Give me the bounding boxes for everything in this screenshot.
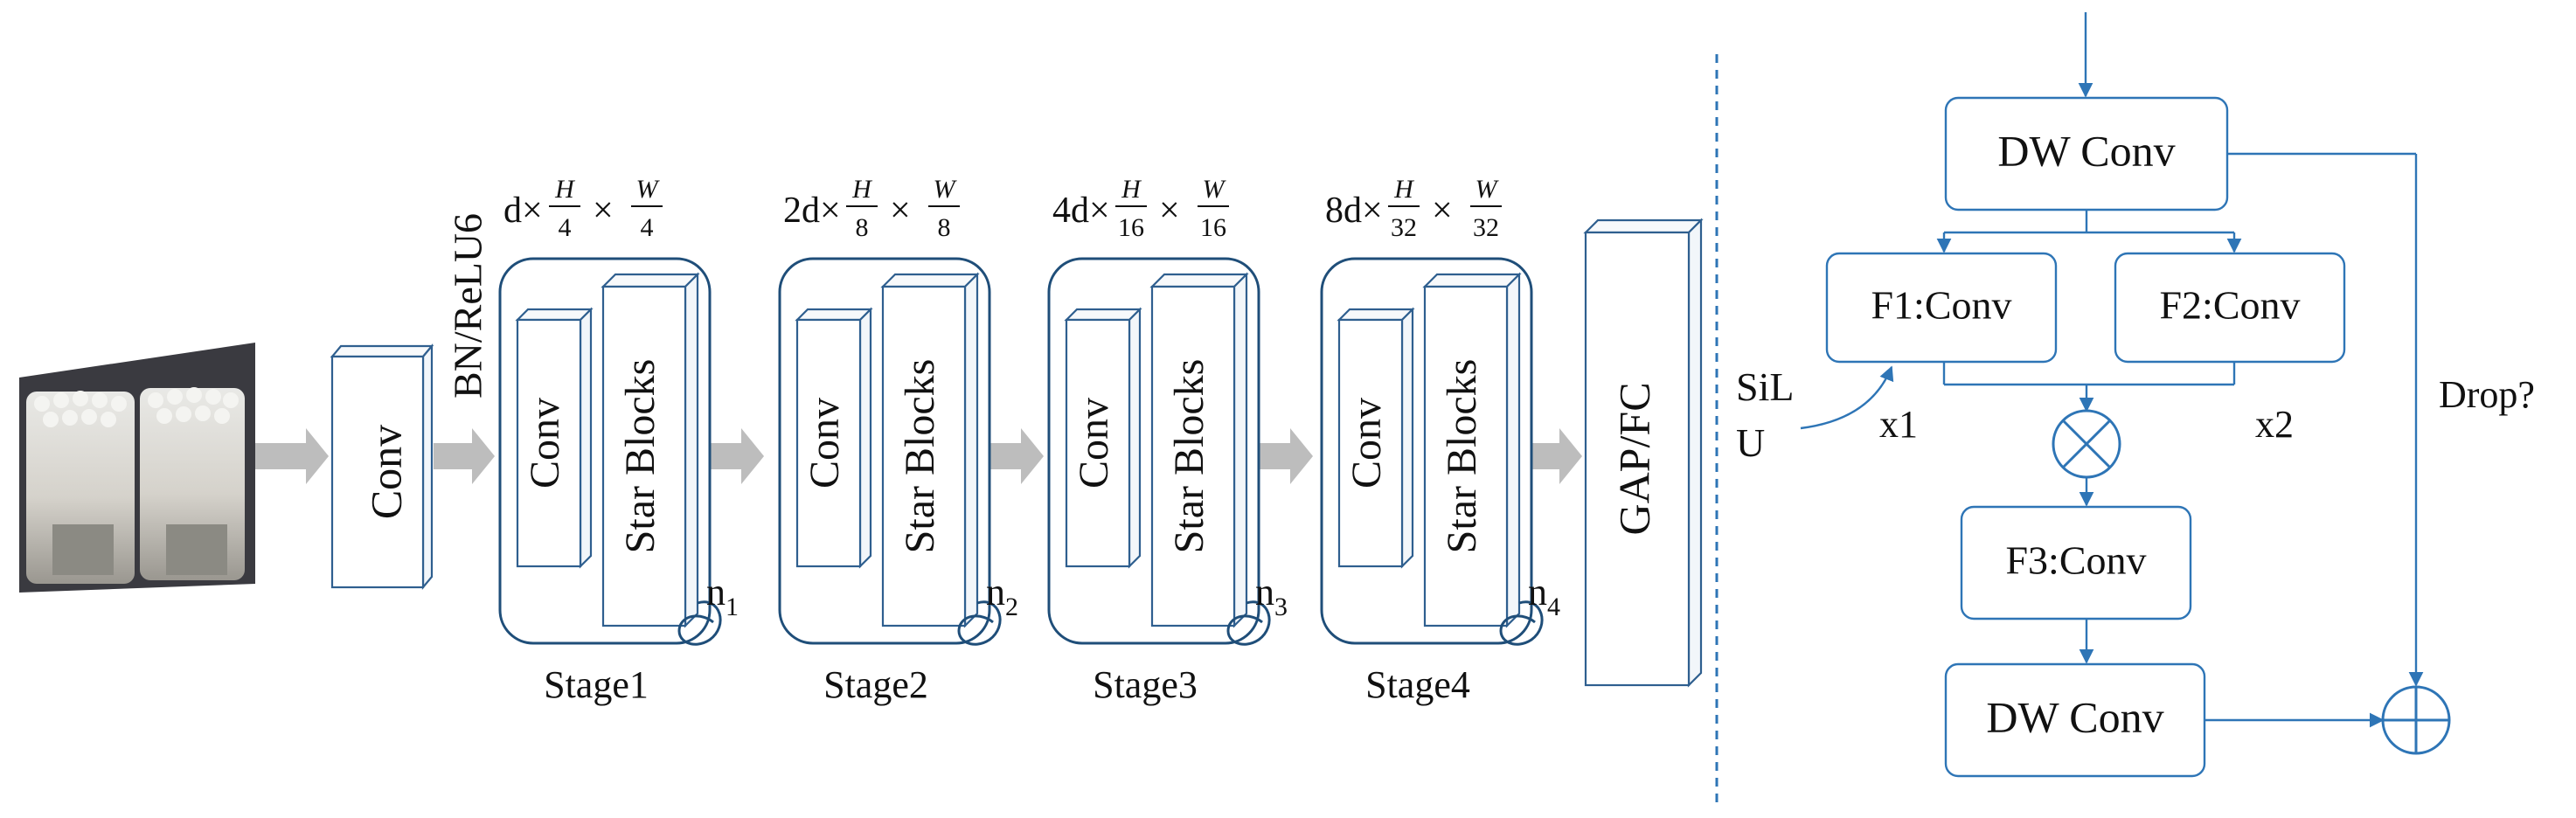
multiply-operator [2052, 409, 2121, 479]
stage-name: Stage1 [544, 663, 649, 706]
f2-conv-label: F2:Conv [2159, 283, 2300, 328]
times-sign: × [593, 191, 614, 231]
stage-conv-label: Conv [1071, 398, 1117, 489]
f2-conv-box [2114, 252, 2346, 364]
stage-repeat-count: n1 [706, 571, 739, 621]
stage-star-blocks-label: Star Blocks [897, 359, 943, 554]
stage-channel-coef: 4d× [1052, 191, 1110, 231]
stage-conv-slab [516, 318, 582, 568]
stage-container [498, 257, 712, 645]
stage-channel-coef: d× [503, 191, 543, 231]
times-sign: × [890, 191, 911, 231]
stage-conv-slab [1337, 318, 1404, 568]
stage-resolution-label: d× H 4 × W 4 [503, 175, 663, 242]
times-sign: × [1159, 191, 1180, 231]
stage-conv-label: Conv [522, 398, 568, 489]
times-sign: × [1432, 191, 1453, 231]
drop-label: Drop? [2439, 373, 2535, 416]
frac-h-den: 4 [559, 213, 572, 242]
f1-conv-box [1825, 252, 2058, 364]
stage-repeat-count: n3 [1255, 571, 1288, 621]
stage-container [1047, 257, 1260, 645]
stage-conv-label: Conv [1344, 398, 1390, 489]
stage-container [1320, 257, 1533, 645]
frac-h-den: 16 [1118, 213, 1144, 242]
frac-h-num: H [1121, 175, 1142, 204]
frac-h-num: H [851, 175, 873, 204]
frac-w-den: 16 [1200, 213, 1226, 242]
stage-conv-slab [1065, 318, 1131, 568]
stage-resolution-label: 4d× H 16 × W 16 [1052, 175, 1229, 242]
frac-h-num: H [1393, 175, 1415, 204]
stage-star-blocks-label: Star Blocks [1439, 359, 1485, 554]
dw-conv-top-label: DW Conv [1997, 126, 2175, 175]
stage-name: Stage4 [1365, 663, 1470, 706]
frac-w-num: W [636, 175, 661, 204]
stage-channel-coef: 2d× [783, 191, 841, 231]
stage-repeat-count: n4 [1528, 571, 1560, 621]
stage-resolution-label: 8d× H 32 × W 32 [1325, 175, 1502, 242]
stage-star-blocks-slab [601, 285, 687, 627]
stage-conv-slab [795, 318, 862, 568]
add-operator [2381, 685, 2451, 755]
frac-h-den: 32 [1391, 213, 1417, 242]
f3-conv-label: F3:Conv [2005, 538, 2146, 583]
frac-w-num: W [934, 175, 958, 204]
repeat-loop-icon [1226, 600, 1271, 646]
stage-container [778, 257, 991, 645]
stage-star-blocks-label: Star Blocks [617, 359, 663, 554]
stage-conv-label: Conv [802, 398, 848, 489]
stem-conv-label: Conv [361, 425, 410, 519]
stage-resolution-label: 2d× H 8 × W 8 [783, 175, 960, 242]
stage-star-blocks-slab [881, 285, 967, 627]
frac-w-den: 8 [938, 213, 951, 242]
star-block-detail: DW Conv F1:Conv F2:Conv F3:Conv DW Conv [1736, 12, 2535, 778]
stage-name: Stage3 [1093, 663, 1198, 706]
repeat-loop-icon [677, 600, 722, 646]
frac-w-num: W [1475, 175, 1500, 204]
stem-conv-block: Conv [330, 343, 434, 591]
stage-channel-coef: 8d× [1325, 191, 1383, 231]
frac-h-num: H [554, 175, 576, 204]
stage-name: Stage2 [823, 663, 928, 706]
stage-star-blocks-label: Star Blocks [1166, 359, 1212, 554]
frac-w-num: W [1203, 175, 1227, 204]
frac-h-den: 8 [856, 213, 869, 242]
silu-label-line1: SiL [1736, 364, 1794, 409]
bn-relu6-label: BN/ReLU6 [446, 213, 490, 399]
gap-fc-label: GAP/FC [1609, 382, 1658, 535]
input-image [19, 343, 255, 593]
f1-conv-label: F1:Conv [1871, 283, 2011, 328]
silu-label-line2: U [1736, 420, 1765, 465]
x1-label: x1 [1879, 403, 1918, 446]
stage-star-blocks-slab [1150, 285, 1236, 627]
flow-arrows-gray [255, 428, 1582, 484]
repeat-loop-icon [1499, 600, 1544, 646]
repeat-loop-icon [957, 600, 1002, 646]
gap-fc-block: GAP/FC [1583, 218, 1704, 688]
frac-w-den: 32 [1473, 213, 1499, 242]
stage-star-blocks-slab [1423, 285, 1509, 627]
f3-conv-box [1960, 505, 2192, 620]
frac-w-den: 4 [641, 213, 654, 242]
x2-label: x2 [2255, 403, 2294, 446]
stage-repeat-count: n2 [986, 571, 1018, 621]
dw-conv-bottom-label: DW Conv [1986, 692, 2163, 741]
